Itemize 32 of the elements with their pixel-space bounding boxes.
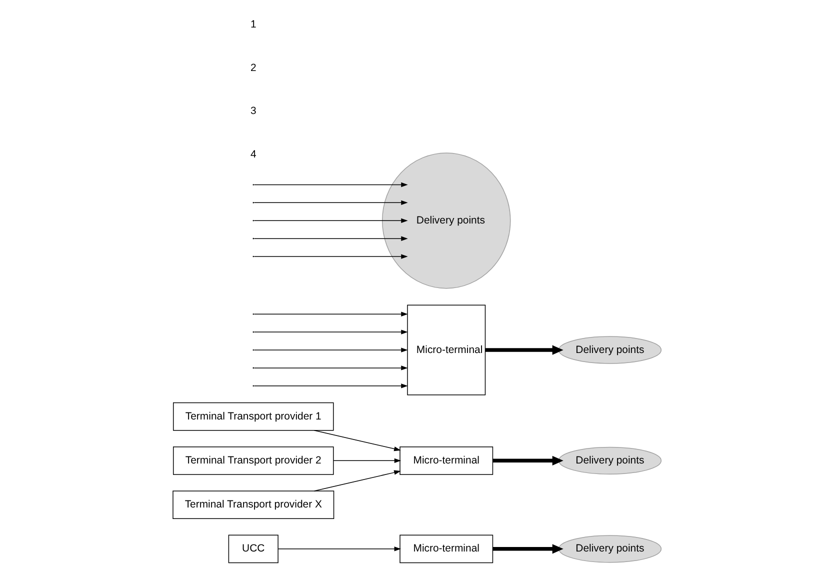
arrow — [333, 458, 402, 464]
label: 4 — [250, 150, 256, 161]
arrow — [254, 236, 408, 241]
label: 1 — [250, 19, 256, 30]
label: 3 — [250, 106, 256, 118]
arrow — [278, 546, 402, 552]
arrow — [314, 470, 401, 492]
node-ellipse: Delivery points — [558, 535, 662, 563]
arrow — [492, 544, 564, 554]
node-box: Terminal Transport provider 2 — [173, 446, 334, 475]
arrow — [254, 200, 408, 206]
node-box: UCC — [228, 534, 278, 564]
arrow — [254, 330, 408, 334]
label: 2 — [250, 62, 256, 74]
node-ellipse: Delivery points — [558, 336, 662, 364]
arrow — [254, 218, 408, 223]
node-circle: Delivery points — [382, 152, 511, 289]
arrow — [254, 348, 408, 352]
arrow — [254, 312, 408, 316]
node-box: Micro-terminal — [400, 446, 494, 475]
arrow — [492, 456, 564, 466]
arrow — [254, 254, 408, 259]
node-box: Terminal Transport provider X — [172, 490, 334, 519]
node-box: Micro-terminal — [400, 534, 494, 564]
arrow — [314, 430, 401, 452]
arrow — [254, 366, 408, 370]
arrow — [254, 384, 408, 388]
arrow — [254, 182, 408, 188]
node-box: Micro-terminal — [407, 304, 486, 396]
node-ellipse: Delivery points — [558, 446, 662, 474]
arrow — [485, 345, 564, 355]
node-box: Terminal Transport provider 1 — [173, 402, 334, 431]
